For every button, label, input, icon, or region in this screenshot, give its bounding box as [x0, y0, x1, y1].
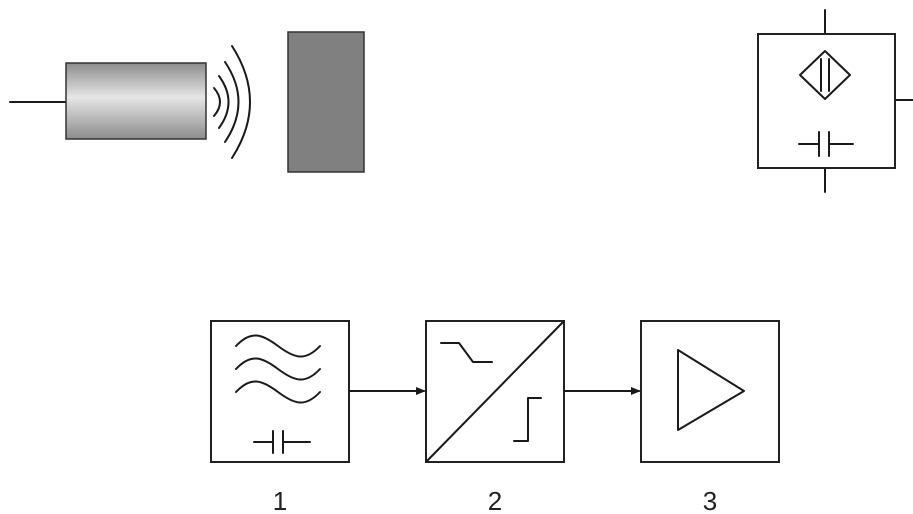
sensor-illustration: [9, 31, 365, 173]
signal-converter-icon: [425, 320, 565, 463]
block-1-number: 1: [273, 486, 287, 514]
sensor-symbol: [757, 9, 913, 193]
amplifier-triangle-icon: [677, 349, 745, 431]
sensor-body: [65, 62, 207, 140]
block-diagram: 1 2 3: [210, 320, 780, 514]
block-3-number: 3: [703, 486, 717, 514]
diamond-sensor-icon: [799, 50, 851, 100]
target-object: [287, 31, 365, 173]
sensor-symbol-box: [757, 33, 896, 169]
wave-capacitor-icon: [235, 334, 321, 454]
block-amplifier: 3: [640, 320, 780, 514]
field-waves-icon: [213, 45, 251, 159]
block-converter: 2: [425, 320, 565, 514]
block-2-number: 2: [488, 486, 502, 514]
capacitor-icon: [798, 131, 854, 157]
block-oscillator: 1: [210, 320, 350, 514]
